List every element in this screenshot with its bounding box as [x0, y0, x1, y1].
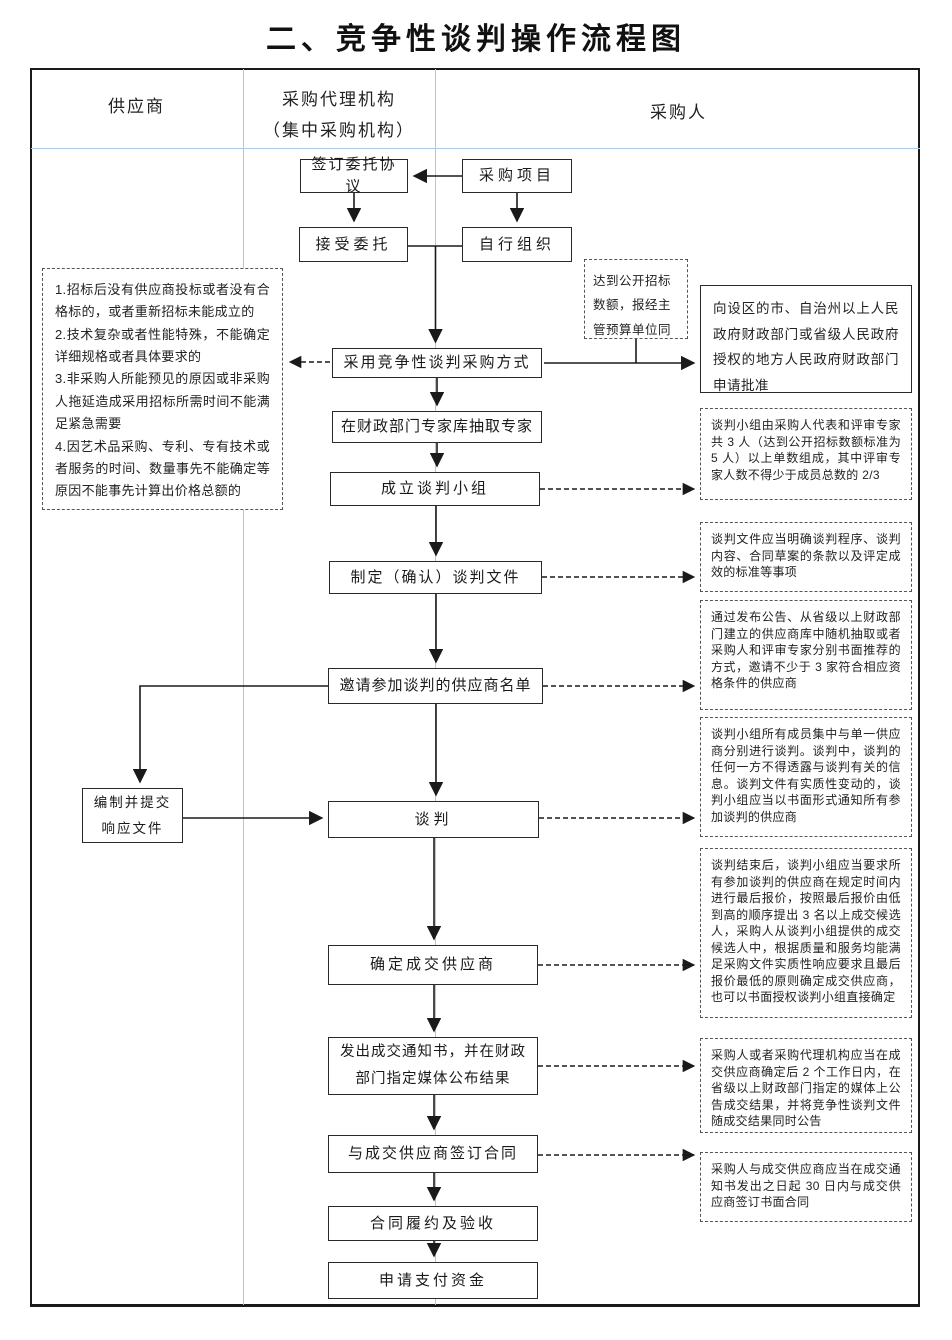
condition-item-4: 4.因艺术品采购、专利、专有技术或者服务的时间、数量事先不能确定等原因不能事先计…: [55, 438, 270, 499]
page-title: 二、竞争性谈判操作流程图: [266, 23, 686, 56]
node-invite-list: 邀请参加谈判的供应商名单: [328, 668, 543, 704]
annotation-negotiation-rules: 谈判小组所有成员集中与单一供应商分别进行谈判。谈判中，谈判的任何一方不得透露与谈…: [700, 717, 912, 837]
annotation-doc-requirements: 谈判文件应当明确谈判程序、谈判内容、合同草案的条款以及评定成效的标准等事项: [700, 522, 912, 592]
lane-header-agency-line1: 采购代理机构: [282, 90, 396, 109]
node-contract-fulfillment: 合同履约及验收: [328, 1206, 538, 1241]
condition-item-3: 3.非采购人所能预见的原因或非采购人拖延造成采用招标所需时间不能满足紧急需要: [55, 371, 270, 432]
lane-header-agency-line2: （集中采购机构）: [263, 121, 415, 140]
annotation-group-composition: 谈判小组由采购人代表和评审专家共 3 人（达到公开招标数额标准为 5 人）以上单…: [700, 408, 912, 500]
node-adopt-method: 采用竞争性谈判采购方式: [332, 348, 542, 378]
annotation-over-threshold: 达到公开招标数额，报经主管预算单位同: [584, 259, 688, 339]
annotation-announce-result: 采购人或者采购代理机构应当在成交供应商确定后 2 个工作日内，在省级以上财政部门…: [700, 1038, 912, 1133]
node-sign-contract: 与成交供应商签订合同: [328, 1135, 538, 1173]
node-accept-entrust: 接受委托: [299, 227, 408, 262]
node-procurement-project: 采购项目: [462, 159, 572, 193]
node-self-organize: 自行组织: [462, 227, 572, 262]
node-prepare-response-line1: 编制并提交: [93, 794, 172, 810]
node-apply-payment: 申请支付资金: [328, 1262, 538, 1299]
node-make-documents: 制定（确认）谈判文件: [329, 561, 542, 594]
annotation-invite-method: 通过发布公告、从省级以上财政部门建立的供应商库中随机抽取或者采购人和评审专家分别…: [700, 600, 912, 710]
annotation-negotiation-conditions: 1.招标后没有供应商投标或者没有合格标的，或者重新招标未能成立的 2.技术复杂或…: [42, 268, 283, 510]
condition-item-1: 1.招标后没有供应商投标或者没有合格标的，或者重新招标未能成立的: [55, 282, 270, 320]
lane-header-agency: 采购代理机构 （集中采购机构）: [243, 84, 435, 146]
node-prepare-response-line2: 响应文件: [101, 820, 164, 836]
annotation-final-quote: 谈判结束后，谈判小组应当要求所有参加谈判的供应商在规定时间内进行最后报价，按照最…: [700, 848, 912, 1018]
solid-flow-arrows: [132, 168, 696, 1258]
annotation-apply-approval: 向设区的市、自治州以上人民政府财政部门或省级人民政府授权的地方人民政府财政部门申…: [700, 285, 912, 393]
node-extract-experts: 在财政部门专家库抽取专家: [332, 411, 542, 443]
dashed-annotation-arrows: [288, 355, 696, 1162]
node-prepare-response: 编制并提交 响应文件: [82, 788, 183, 843]
node-determine-supplier: 确定成交供应商: [328, 945, 538, 985]
chart-outer-border: [30, 68, 920, 1307]
node-negotiate: 谈判: [328, 801, 539, 838]
node-sign-agreement: 签订委托协议: [300, 156, 408, 195]
annotation-sign-within-30: 采购人与成交供应商应当在成交通知书发出之日起 30 日内与成交供应商签订书面合同: [700, 1152, 912, 1222]
lane-header-purchaser: 采购人: [650, 103, 707, 122]
condition-item-2: 2.技术复杂或者性能特殊，不能确定详细规格或者具体要求的: [55, 326, 270, 365]
node-form-group: 成立谈判小组: [330, 472, 540, 506]
node-issue-notice: 发出成交通知书，并在财政部门指定媒体公布结果: [328, 1037, 538, 1095]
lane-header-supplier: 供应商: [108, 97, 165, 116]
